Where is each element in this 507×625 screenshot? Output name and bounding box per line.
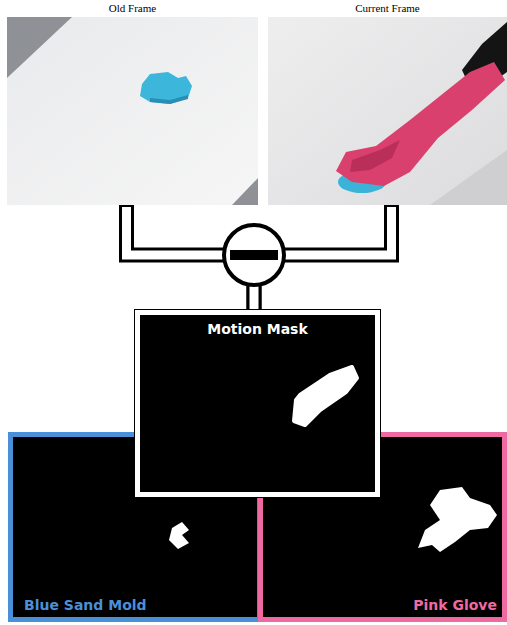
motion-mask-box: Motion Mask bbox=[135, 310, 380, 497]
mask-box: Pink Glove bbox=[258, 432, 507, 622]
frame-panel: Old Frame bbox=[7, 0, 258, 205]
node-label: Old Frame bbox=[109, 0, 156, 16]
node-label: Blue Sand Mold bbox=[24, 596, 147, 614]
motion-blob bbox=[294, 367, 357, 425]
mask-box: Blue Sand Mold bbox=[8, 432, 262, 622]
current-frame-photo bbox=[268, 17, 507, 205]
frame-panel: Current Frame bbox=[268, 0, 507, 205]
node-label: Motion Mask bbox=[207, 320, 308, 338]
motion-mask-panel bbox=[135, 310, 381, 498]
old-frame-photo bbox=[7, 17, 258, 205]
mold-blob bbox=[169, 522, 189, 549]
glove-blob bbox=[418, 487, 497, 552]
node-label: Current Frame bbox=[355, 0, 419, 16]
subtractor-symbol bbox=[224, 225, 284, 285]
node-label: Pink Glove bbox=[413, 596, 497, 614]
